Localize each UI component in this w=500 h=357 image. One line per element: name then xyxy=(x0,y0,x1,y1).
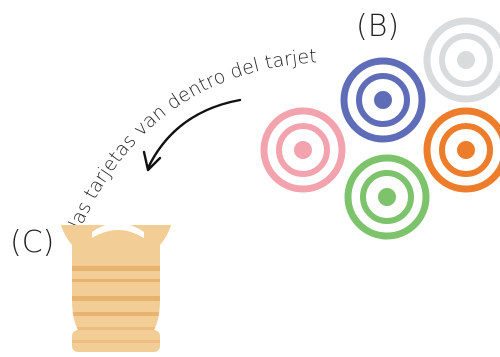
gray-target xyxy=(423,17,500,103)
orange-target xyxy=(423,107,500,193)
pink-target xyxy=(260,107,346,193)
blue-target xyxy=(340,57,426,143)
card-holder xyxy=(58,223,174,352)
green-target xyxy=(344,154,430,240)
label-c: (C) xyxy=(10,225,54,260)
label-b: (B) xyxy=(356,9,399,44)
caption-text: las tarjetas van dentro del tarjetero xyxy=(0,0,317,232)
arrow xyxy=(142,98,242,172)
